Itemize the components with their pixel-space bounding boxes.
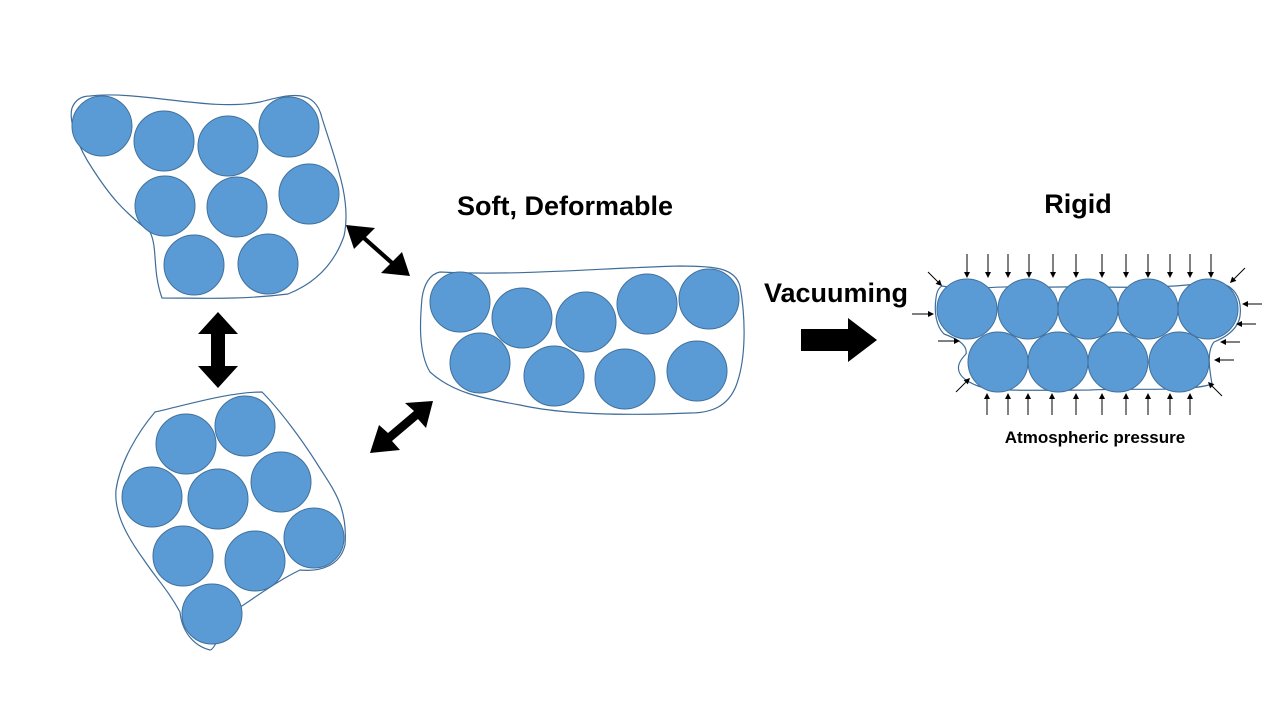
particle: [936, 278, 998, 340]
pressure-arrow-head: [1208, 382, 1215, 389]
double-arrow-vertical-shape: [198, 312, 238, 388]
pressure-arrow-head: [1167, 272, 1173, 278]
cluster-top-left: [70, 94, 347, 299]
pressure-arrow-head: [1167, 393, 1173, 399]
particles-bottom-left: [121, 395, 345, 645]
particle: [1057, 278, 1119, 340]
label-soft-deformable: Soft, Deformable: [457, 191, 673, 221]
particle: [214, 395, 276, 457]
particle: [133, 110, 195, 172]
atmospheric-pressure-arrows: [912, 254, 1262, 415]
particle: [555, 291, 617, 353]
pressure-arrow-head: [964, 272, 970, 278]
pressure-arrow-head: [1073, 393, 1079, 399]
particles-middle: [429, 268, 740, 410]
pressure-arrow-line: [1211, 385, 1223, 397]
particle: [967, 331, 1029, 393]
particle: [616, 273, 678, 335]
label-atmospheric-pressure: Atmospheric pressure: [1005, 428, 1185, 447]
pressure-arrow-head: [963, 378, 970, 385]
particle: [523, 345, 585, 407]
particle: [283, 507, 345, 569]
pressure-arrow-head: [1123, 272, 1129, 278]
particle: [155, 413, 217, 475]
pressure-arrow-head: [1145, 272, 1151, 278]
particle: [678, 268, 740, 330]
pressure-arrow-head: [1073, 272, 1079, 278]
particle: [134, 175, 196, 237]
particle: [237, 233, 299, 295]
pressure-arrow-head: [1026, 272, 1032, 278]
pressure-arrow-head: [1214, 357, 1220, 363]
pressure-arrow-line: [955, 381, 967, 393]
vacuum-arrow-shape: [801, 318, 877, 362]
pressure-arrow-head: [1187, 393, 1193, 399]
particle: [1027, 331, 1089, 393]
pressure-arrow-head: [1220, 339, 1226, 345]
particle: [71, 95, 133, 157]
pressure-arrow-head: [1242, 301, 1248, 307]
particle: [997, 278, 1059, 340]
pressure-arrow-head: [1099, 272, 1105, 278]
particle: [197, 115, 259, 177]
pressure-arrow-head: [935, 279, 942, 286]
pressure-arrow-head: [1145, 393, 1151, 399]
double-arrow-lower-diagonal: [370, 401, 433, 453]
particle: [181, 583, 243, 645]
pressure-arrow-head: [1236, 321, 1242, 327]
double-arrow-vertical: [198, 312, 238, 388]
pressure-arrow-head: [1208, 272, 1214, 278]
pressure-arrow-head: [954, 338, 960, 344]
pressure-arrow-head: [928, 311, 934, 317]
particle: [666, 340, 728, 402]
label-rigid: Rigid: [1044, 189, 1112, 219]
pressure-arrow-head: [1025, 393, 1031, 399]
pressure-arrow-head: [984, 393, 990, 399]
particle: [429, 271, 491, 333]
particles-rigid: [936, 278, 1239, 393]
particle: [152, 525, 214, 587]
particle: [491, 287, 553, 349]
pressure-arrow-head: [1230, 276, 1237, 283]
particle: [121, 466, 183, 528]
pressure-arrow-head: [1187, 272, 1193, 278]
pressure-arrow-head: [1099, 393, 1105, 399]
particle: [250, 451, 312, 513]
cluster-rigid: [934, 278, 1241, 393]
particle: [187, 468, 249, 530]
particle: [278, 163, 340, 225]
particle: [1177, 278, 1239, 340]
pressure-arrow-head: [1005, 272, 1011, 278]
particle: [206, 176, 268, 238]
pressure-arrow-head: [1049, 393, 1055, 399]
pressure-arrow-line: [927, 271, 939, 283]
particle: [1148, 331, 1210, 393]
particle: [1117, 278, 1179, 340]
particle: [594, 348, 656, 410]
pressure-arrow-head: [985, 272, 991, 278]
particle: [258, 96, 320, 158]
pressure-arrow-head: [1050, 272, 1056, 278]
cluster-bottom-left: [115, 391, 346, 651]
pressure-arrow-head: [1005, 393, 1011, 399]
vacuum-arrow: [801, 318, 877, 362]
particles-top-left: [71, 95, 340, 296]
label-vacuuming: Vacuuming: [764, 278, 908, 308]
double-arrow-upper-diagonal: [346, 225, 410, 276]
particle: [449, 332, 511, 394]
particle: [1087, 331, 1149, 393]
double-arrow-lower-diagonal-shape: [370, 401, 433, 453]
pressure-arrow-head: [1123, 393, 1129, 399]
pressure-arrow-line: [1233, 267, 1246, 280]
particle: [224, 530, 286, 592]
cluster-middle: [419, 265, 745, 415]
particle: [163, 234, 225, 296]
double-arrow-upper-diagonal-shape: [346, 225, 410, 276]
